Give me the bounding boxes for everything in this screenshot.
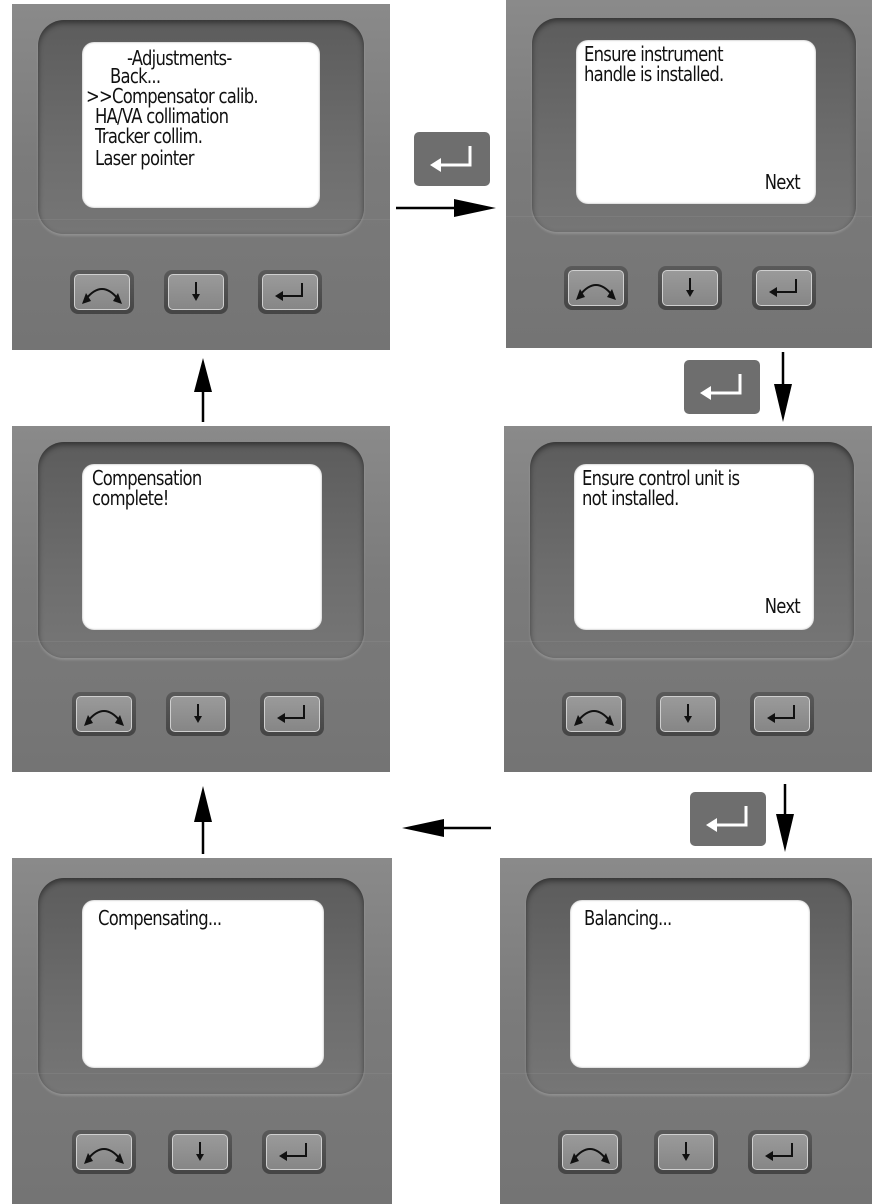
screen-line-1: Balancing... — [584, 906, 672, 930]
device-panel-balancing: Balancing... — [500, 858, 872, 1204]
flow-arrow-down-2 — [776, 784, 794, 852]
display-screen: -Adjustments- Back... >>Compensator cali… — [82, 42, 320, 208]
enter-return-icon — [277, 705, 305, 723]
flow-enter-badge-2 — [684, 360, 760, 414]
device-panel-ensure-handle: Ensure instrument handle is installed. N… — [506, 0, 872, 348]
menu-item-compensator-calib[interactable]: >>Compensator calib. — [86, 84, 259, 108]
down-arrow-icon — [686, 278, 694, 297]
menu-item-ha-va-collimation[interactable]: HA/VA collimation — [86, 104, 229, 128]
curved-double-arrow-icon — [84, 1148, 124, 1164]
down-arrow-icon — [682, 1142, 690, 1161]
enter-key[interactable] — [258, 270, 322, 314]
enter-return-icon — [275, 283, 303, 301]
display-screen: Ensure control unit is not installed. Ne… — [574, 464, 814, 630]
enter-key[interactable] — [750, 692, 814, 736]
enter-return-icon — [769, 279, 797, 297]
down-key[interactable] — [654, 1130, 718, 1174]
flow-enter-badge-1 — [414, 132, 490, 186]
down-arrow-icon — [684, 704, 692, 723]
flow-arrow-right — [396, 199, 496, 217]
screen-line-2: handle is installed. — [584, 62, 724, 86]
enter-return-icon — [767, 705, 795, 723]
enter-return-icon — [279, 1143, 307, 1161]
display-screen: Balancing... — [570, 900, 810, 1068]
down-key[interactable] — [164, 270, 228, 314]
display-screen: Compensating... — [82, 900, 324, 1068]
toggle-key[interactable] — [72, 692, 136, 736]
toggle-key[interactable] — [564, 266, 628, 310]
enter-key[interactable] — [262, 1130, 326, 1174]
enter-key[interactable] — [752, 266, 816, 310]
curved-double-arrow-icon — [570, 1148, 610, 1164]
flow-arrow-left — [402, 819, 491, 837]
next-softkey[interactable]: Next — [764, 170, 801, 194]
enter-return-icon — [430, 146, 472, 172]
next-softkey[interactable]: Next — [764, 594, 801, 618]
screen-line-1: Ensure instrument — [584, 42, 724, 66]
down-key[interactable] — [168, 1130, 232, 1174]
screen-line-1: Ensure control unit is — [582, 466, 740, 490]
screen-line-title: -Adjustments- — [118, 46, 232, 70]
curved-double-arrow-icon — [84, 710, 124, 726]
enter-key[interactable] — [748, 1130, 812, 1174]
flow-enter-badge-3 — [690, 792, 766, 846]
device-panel-compensating: Compensating... — [12, 858, 392, 1204]
curved-double-arrow-icon — [574, 710, 614, 726]
toggle-key[interactable] — [72, 1130, 136, 1174]
toggle-key[interactable] — [558, 1130, 622, 1174]
down-arrow-icon — [192, 282, 200, 301]
toggle-key[interactable] — [70, 270, 134, 314]
flow-arrow-up-1 — [194, 786, 212, 854]
down-key[interactable] — [656, 692, 720, 736]
screen-line-1: Compensating... — [98, 906, 222, 930]
screen-line-2: not installed. — [582, 486, 679, 510]
enter-key[interactable] — [260, 692, 324, 736]
screen-line-2: complete! — [92, 486, 169, 510]
flow-arrow-up-2 — [194, 358, 212, 422]
down-arrow-icon — [194, 704, 202, 723]
display-screen: Compensation complete! — [82, 464, 322, 630]
menu-item-back[interactable]: Back... — [110, 64, 161, 88]
curved-double-arrow-icon — [576, 284, 616, 300]
device-panel-adjustments-menu: -Adjustments- Back... >>Compensator cali… — [12, 4, 390, 350]
enter-return-icon — [765, 1143, 793, 1161]
menu-item-tracker-collim[interactable]: Tracker collim. — [86, 124, 203, 148]
toggle-key[interactable] — [562, 692, 626, 736]
down-key[interactable] — [166, 692, 230, 736]
enter-return-icon — [706, 806, 748, 832]
display-screen: Ensure instrument handle is installed. N… — [576, 40, 816, 204]
curved-double-arrow-icon — [82, 288, 122, 304]
menu-item-laser-pointer[interactable]: Laser pointer — [86, 146, 195, 170]
device-panel-ensure-control-unit: Ensure control unit is not installed. Ne… — [504, 426, 872, 772]
flow-arrow-down-1 — [774, 352, 792, 422]
enter-return-icon — [700, 374, 742, 400]
down-key[interactable] — [658, 266, 722, 310]
device-panel-compensation-complete: Compensation complete! — [12, 426, 390, 772]
screen-line-1: Compensation — [92, 466, 202, 490]
down-arrow-icon — [196, 1142, 204, 1161]
